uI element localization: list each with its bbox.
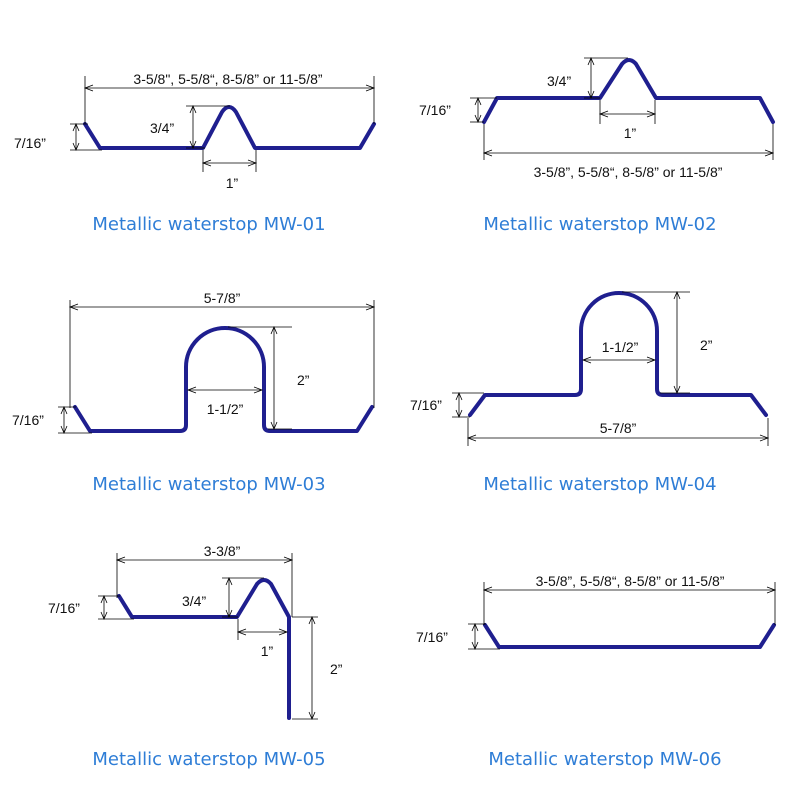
mw-04-profile: [468, 291, 768, 417]
mw-02-profile: [482, 58, 775, 124]
mw-06-width-dimension: [482, 582, 777, 625]
mw-03-profile: [73, 326, 374, 433]
mw-06-edge-label: 7/16”: [416, 629, 448, 645]
mw-05-edge-dimension: [98, 594, 134, 621]
mw-01-width-dimension: [83, 76, 376, 124]
mw-06-width-label: 3-5/8”, 5-5/8“, 8-5/8” or 11-5/8”: [536, 573, 725, 589]
mw-03-edge-dimension: [58, 405, 92, 435]
mw-05-rib-height-dimension: [222, 576, 264, 619]
mw-04-bulb-width-label: 1-1/2”: [602, 339, 639, 355]
mw-04-bulb-height-dimension: [622, 290, 690, 395]
mw-06-profile: [483, 623, 776, 649]
mw-05-edge-label: 7/16”: [48, 600, 80, 616]
panel-mw-05: 3-3/8” 7/16” 3/4” 1”: [48, 543, 343, 770]
mw-01-width-label: 3-5/8", 5-5/8“, 8-5/8” or 11-5/8”: [133, 71, 322, 87]
mw-03-caption: Metallic waterstop MW-03: [92, 474, 325, 495]
mw-04-bulb-width-dimension: [581, 356, 657, 364]
mw-01-edge-dimension: [70, 122, 102, 152]
mw-01-rib-base-dimension: [201, 150, 258, 172]
mw-02-rib-height-label: 3/4”: [547, 73, 571, 89]
mw-03-width-dimension: [68, 300, 376, 408]
mw-05-rib-base-label: 1”: [261, 643, 274, 659]
mw-01-rib-base-label: 1”: [226, 175, 239, 191]
mw-03-edge-label: 7/16”: [12, 412, 44, 428]
mw-04-edge-dimension: [452, 391, 484, 419]
mw-03-width-label: 5-7/8”: [204, 290, 241, 306]
mw-03-bulb-height-dimension: [228, 325, 292, 431]
mw-02-rib-height-dimension: [584, 56, 628, 100]
mw-05-leg-height-label: 2”: [330, 661, 343, 677]
panel-mw-03: 5-7/8” 2” 1-1/2” 7/16” Metallic watersto…: [12, 290, 376, 495]
mw-05-profile: [117, 578, 291, 720]
mw-06-edge-dimension: [468, 622, 500, 651]
panel-mw-04: 2” 1-1/2” 7/16” 5-7/8” Metallic watersto…: [410, 290, 770, 495]
mw-02-caption: Metallic waterstop MW-02: [483, 214, 716, 235]
mw-04-edge-label: 7/16”: [410, 397, 442, 413]
mw-06-caption: Metallic waterstop MW-06: [488, 749, 721, 770]
mw-04-width-label: 5-7/8”: [600, 420, 637, 436]
mw-03-bulb-height-label: 2”: [297, 372, 310, 388]
mw-05-leg-height-dimension: [292, 615, 318, 721]
mw-05-rib-height-label: 3/4”: [182, 593, 206, 609]
mw-01-edge-label: 7/16”: [14, 135, 46, 151]
mw-02-edge-label: 7/16”: [419, 102, 451, 118]
mw-02-width-label: 3-5/8”, 5-5/8“, 8-5/8” or 11-5/8”: [534, 164, 723, 180]
mw-03-bulb-width-label: 1-1/2”: [207, 401, 244, 417]
mw-02-edge-dimension: [470, 96, 497, 124]
mw-02-width-dimension: [482, 124, 775, 160]
mw-05-width-dimension: [115, 553, 294, 617]
mw-04-caption: Metallic waterstop MW-04: [483, 474, 716, 495]
mw-05-caption: Metallic waterstop MW-05: [92, 749, 325, 770]
mw-02-rib-base-label: 1”: [624, 125, 637, 141]
mw-04-bulb-height-label: 2”: [700, 337, 713, 353]
panel-mw-01: 3-5/8", 5-5/8“, 8-5/8” or 11-5/8” 7/16” …: [14, 71, 376, 235]
mw-05-width-label: 3-3/8”: [204, 543, 241, 559]
panel-mw-02: 3/4” 7/16” 1” 3-5/8”, 5-5/8“, 8-5/8” or …: [419, 56, 775, 235]
panel-mw-06: 3-5/8”, 5-5/8“, 8-5/8” or 11-5/8” 7/16” …: [416, 573, 777, 770]
mw-01-caption: Metallic waterstop MW-01: [92, 214, 325, 235]
mw-03-bulb-width-dimension: [186, 386, 264, 394]
mw-01-rib-height-dimension: [186, 104, 230, 150]
mw-04-width-dimension: [466, 418, 770, 446]
mw-01-profile: [83, 105, 376, 150]
mw-05-rib-base-dimension: [236, 619, 289, 640]
mw-02-rib-base-dimension: [598, 100, 657, 124]
mw-01-rib-height-label: 3/4”: [150, 120, 174, 136]
